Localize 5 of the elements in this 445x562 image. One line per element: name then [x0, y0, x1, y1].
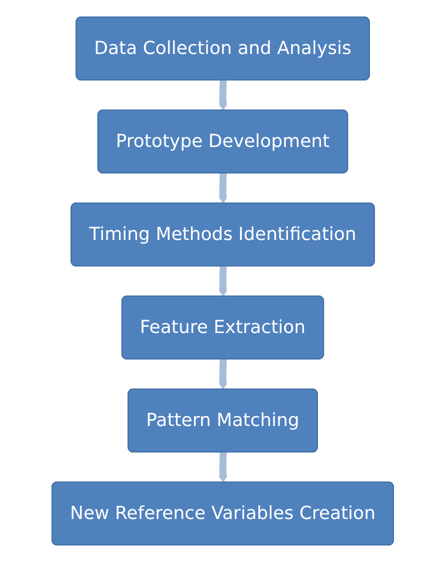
arrow — [218, 451, 228, 483]
arrow — [218, 358, 228, 390]
arrow — [218, 265, 228, 297]
arrow — [218, 172, 228, 204]
arrow — [218, 79, 228, 111]
